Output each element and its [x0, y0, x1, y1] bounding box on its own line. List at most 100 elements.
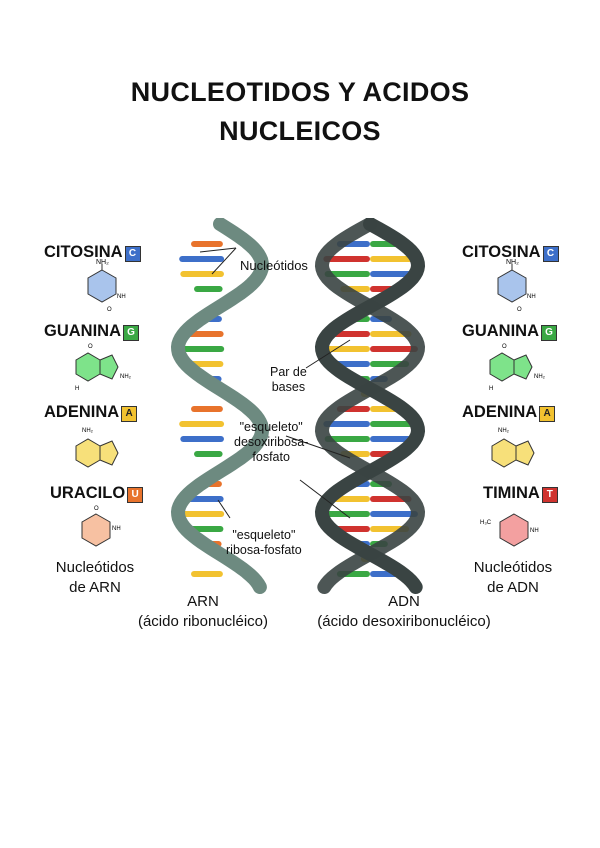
nh-label: NH	[117, 294, 126, 300]
annotation-line: ribosa-fosfato	[226, 543, 302, 557]
leader-line	[211, 247, 237, 275]
base-pair-half	[324, 436, 370, 442]
annotation-line: desoxiribosa-	[234, 435, 309, 449]
base-letter-badge: C	[124, 246, 141, 262]
caption-line: Nucleótidos	[473, 559, 553, 576]
base-pair-half	[370, 421, 417, 427]
leader-line	[285, 435, 351, 459]
annotation-esqueleto-adn: "esqueleto" desoxiribosa- fosfato	[234, 420, 308, 465]
base-pair-half	[323, 421, 370, 427]
dna-helix	[314, 218, 426, 594]
guanine-molecule-left: O NH₂ H	[75, 344, 132, 392]
h-label: H	[489, 386, 493, 392]
helix-diagram	[170, 218, 426, 594]
nh2-label: NH₂	[120, 374, 132, 380]
base-pair-half	[370, 436, 416, 442]
nh2-label: NH₂	[506, 259, 519, 266]
base-letter-badge: G	[123, 325, 139, 341]
o-label: O	[107, 307, 112, 313]
o-label: O	[517, 307, 522, 313]
nucleotide-base	[194, 451, 223, 457]
base-name: GUANINA	[462, 322, 539, 340]
nh2-label: NH₂	[534, 374, 546, 380]
caption-rna-nucleotides: Nucleótidos de ARN	[40, 558, 150, 598]
caption-line: (ácido desoxiribonucléico)	[317, 613, 491, 630]
base-pair-half	[322, 511, 370, 517]
leader-line	[305, 339, 351, 369]
base-letter-badge: T	[541, 487, 558, 503]
guanine-molecule-right: O NH₂ H	[489, 344, 546, 392]
adenine-molecule-left: NH₂	[75, 428, 119, 468]
cytosine-molecule-right: NH₂ NH O	[497, 259, 536, 313]
nucleotide-base	[191, 241, 223, 247]
caption-line: Nucleótidos	[55, 559, 135, 576]
nh-label: NH	[527, 294, 536, 300]
h-label: H	[75, 386, 79, 392]
rna-helix	[170, 218, 270, 594]
base-name: ADENINA	[462, 403, 538, 421]
annotation-line: "esqueleto"	[239, 420, 303, 434]
adenine-molecule-right: NH₂	[491, 428, 535, 468]
backbone-strand	[314, 218, 426, 594]
nh2-label: NH₂	[96, 259, 109, 266]
caption-line: ARN	[187, 593, 219, 610]
annotation-line: "esqueleto"	[232, 528, 296, 542]
annotation-nucleotidos: Nucleótidos	[240, 258, 308, 273]
base-pair-half	[323, 256, 370, 262]
base-name: TIMINA	[483, 484, 540, 502]
base-name: GUANINA	[44, 322, 121, 340]
h3c-label: H₃C	[480, 520, 492, 526]
nucleotide-base	[178, 511, 225, 517]
nucleotide-base	[178, 346, 225, 352]
annotation-esqueleto-arn: "esqueleto" ribosa-fosfato	[226, 528, 302, 558]
base-name: URACILO	[50, 484, 126, 502]
annotation-line: fosfato	[252, 450, 290, 464]
annotation-line: Par de	[270, 365, 307, 379]
base-name: CITOSINA	[462, 243, 541, 261]
base-pair-half	[324, 271, 370, 277]
nucleotide-base	[180, 271, 224, 277]
base-pair-half	[370, 256, 417, 262]
o-label: O	[94, 506, 99, 512]
base-pair-half	[370, 511, 418, 517]
nh2-label: NH₂	[498, 428, 510, 434]
o-label: O	[88, 344, 93, 350]
base-letter-badge: G	[541, 325, 557, 341]
leader-line	[217, 499, 231, 519]
base-letter-badge: A	[121, 406, 138, 422]
base-name: ADENINA	[44, 403, 120, 421]
base-name: CITOSINA	[44, 243, 123, 261]
caption-line: ADN	[388, 593, 420, 610]
caption-dna-nucleotides: Nucleótidos de ADN	[458, 558, 568, 598]
leader-line	[199, 247, 237, 253]
base-letter-badge: U	[127, 487, 144, 503]
base-letter-badge: C	[542, 246, 559, 262]
base-letter-badge: A	[539, 406, 556, 422]
nucleotide-base	[179, 421, 225, 427]
caption-line: de ARN	[69, 579, 121, 596]
nucleotide-base	[179, 256, 225, 262]
nucleotide-base	[180, 436, 224, 442]
backbone-strand	[314, 218, 426, 594]
caption-arn: ARN (ácido ribonucléico)	[118, 592, 288, 632]
o-label: O	[502, 344, 507, 350]
base-pair-half	[370, 271, 416, 277]
annotation-par-de-bases: Par de bases	[270, 365, 307, 395]
caption-adn: ADN (ácido desoxiribonucléico)	[298, 592, 510, 632]
nucleotide-base	[191, 571, 223, 577]
page-title-line-2: NUCLEICOS	[219, 116, 381, 146]
uracil-molecule-left: O NH	[81, 506, 121, 547]
caption-line: (ácido ribonucléico)	[137, 613, 269, 630]
cytosine-molecule-left: NH₂ NH O	[87, 259, 126, 313]
leader-line	[299, 479, 351, 519]
thymine-molecule-right: H₃C NH	[480, 513, 539, 547]
annotation-line: bases	[271, 380, 306, 394]
nucleotide-base	[194, 286, 223, 292]
